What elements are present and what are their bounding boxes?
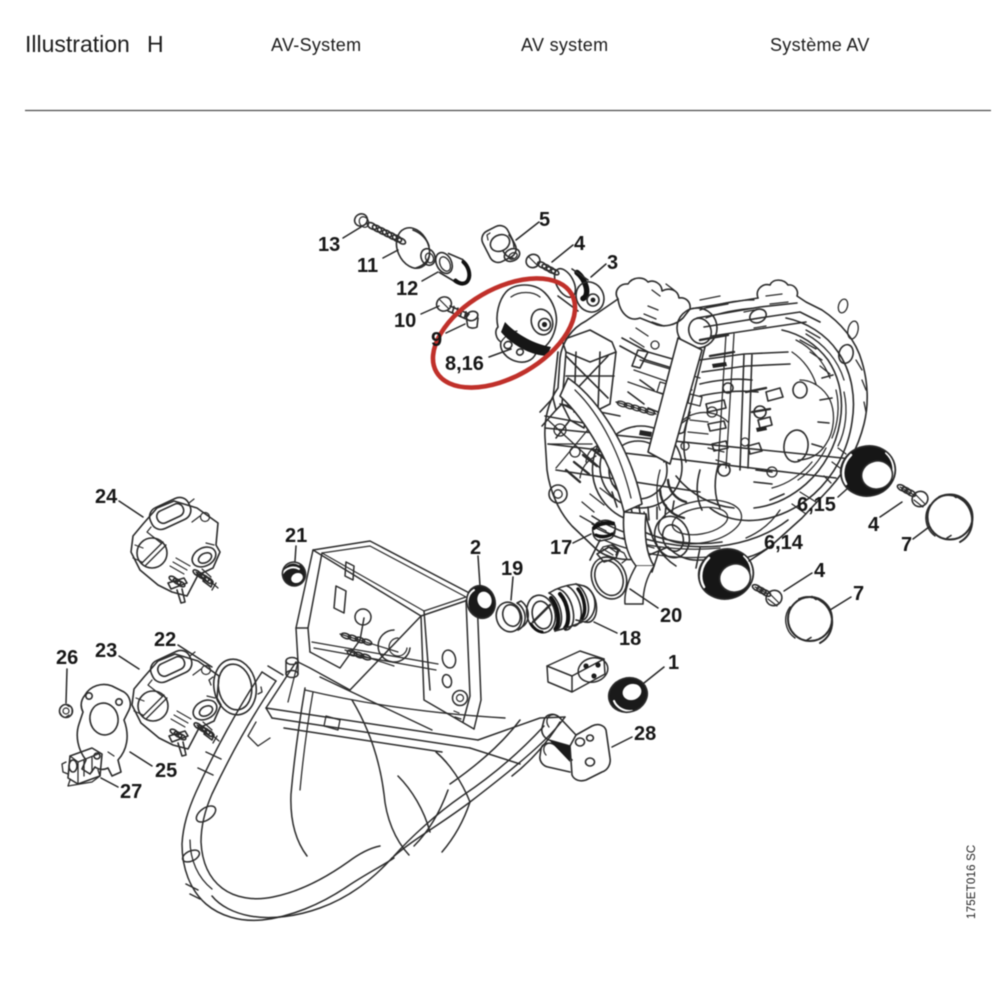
svg-text:6,14: 6,14 (764, 532, 804, 554)
svg-text:13: 13 (318, 234, 340, 256)
svg-text:24: 24 (95, 486, 118, 508)
svg-text:25: 25 (155, 760, 177, 782)
svg-text:11: 11 (357, 255, 378, 277)
svg-text:AV-System: AV-System (271, 35, 361, 55)
svg-text:22: 22 (154, 629, 176, 651)
svg-text:7: 7 (901, 534, 912, 556)
svg-text:1: 1 (668, 652, 679, 674)
svg-text:21: 21 (285, 525, 307, 547)
svg-text:H: H (147, 31, 164, 57)
svg-text:9: 9 (431, 329, 442, 351)
svg-text:26: 26 (56, 647, 78, 669)
svg-text:10: 10 (394, 310, 416, 332)
svg-text:23: 23 (95, 640, 117, 662)
svg-text:4: 4 (574, 233, 586, 255)
svg-text:7: 7 (853, 583, 864, 605)
svg-text:19: 19 (501, 558, 523, 580)
svg-text:2: 2 (470, 537, 481, 559)
svg-text:175ET016 SC: 175ET016 SC (966, 845, 978, 919)
svg-text:4: 4 (814, 560, 826, 582)
svg-text:17: 17 (550, 537, 572, 559)
svg-text:Illustration: Illustration (25, 31, 130, 57)
svg-text:12: 12 (396, 278, 418, 300)
svg-text:20: 20 (660, 605, 682, 627)
svg-text:27: 27 (120, 781, 142, 803)
svg-text:5: 5 (539, 209, 550, 231)
svg-text:AV system: AV system (521, 35, 608, 55)
svg-text:8,16: 8,16 (445, 353, 484, 375)
svg-text:28: 28 (634, 723, 656, 745)
svg-text:4: 4 (868, 514, 880, 536)
svg-text:3: 3 (607, 252, 618, 274)
svg-text:18: 18 (619, 628, 641, 650)
svg-text:6,15: 6,15 (797, 494, 836, 516)
svg-text:Système AV: Système AV (770, 35, 870, 55)
